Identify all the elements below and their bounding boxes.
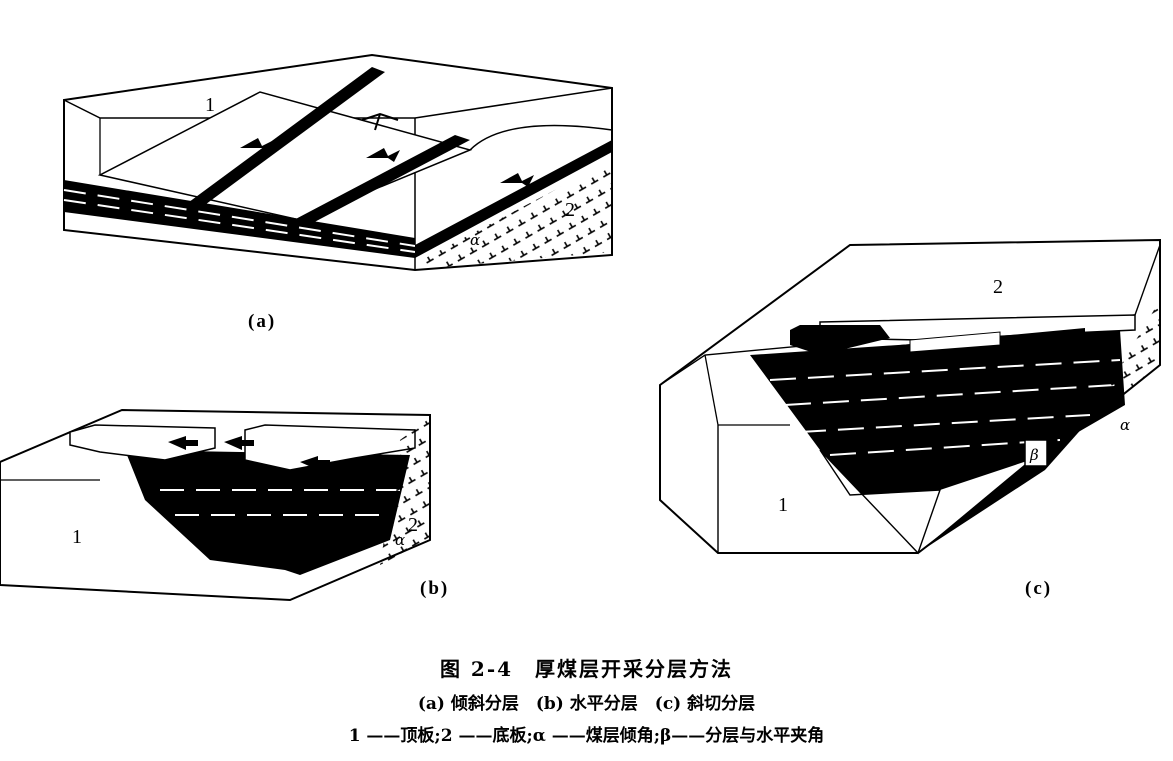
panel-b-coal-body	[125, 450, 410, 575]
panel-c-angle-alpha: α	[1120, 416, 1130, 434]
panel-c-diagram: 2 1 α β (c)	[659, 238, 1161, 599]
panel-c-label: (c)	[1025, 578, 1052, 599]
panel-c-arrow	[1075, 336, 1105, 350]
panel-a-floor-hatch	[418, 160, 612, 268]
panel-a-arrow-2	[366, 148, 400, 162]
panel-b-arrow-3	[300, 456, 330, 470]
panel-b-label: (b)	[420, 578, 449, 599]
panel-a-slice-band-1	[185, 67, 385, 210]
panel-b-arrow-1	[168, 436, 198, 450]
panel-a-mark-2: 2	[565, 199, 575, 221]
panel-a-diagram: 1 2 α (a)	[63, 53, 613, 332]
panel-b-floor-hatch	[380, 418, 430, 565]
panel-c-floor-hatch	[1085, 300, 1160, 425]
figure-caption-title: 图 2-4 厚煤层开采分层方法	[439, 657, 734, 681]
panel-b-slab-2	[244, 424, 416, 471]
panel-a-inclined-seam	[415, 140, 612, 258]
panel-a-mark-1: 1	[205, 94, 215, 116]
panel-a-arrow-3	[500, 173, 534, 187]
figure-caption-subtitle: (a) 倾斜分层 (b) 水平分层 (c) 斜切分层	[417, 694, 756, 714]
panel-a-arrow-1	[240, 138, 274, 152]
panel-b-diagram: 1 2 α (b)	[0, 408, 449, 602]
panel-b-mark-1: 1	[72, 526, 82, 548]
panel-b-angle-alpha: α	[395, 531, 405, 549]
panel-b-arrow-2	[224, 436, 254, 450]
panel-c-angle-beta: β	[1029, 446, 1039, 464]
figure-caption-legend: 1 ——顶板;2 ——底板;α ——煤层倾角;β——分层与水平夹角	[348, 726, 825, 746]
panel-a-angle-alpha: α	[470, 231, 480, 249]
panel-b-mark-2: 2	[408, 514, 418, 536]
panel-c-mark-2: 2	[993, 276, 1003, 298]
panel-c-mark-1: 1	[778, 494, 788, 516]
panel-a-label: (a)	[248, 311, 276, 332]
panel-a-slice-band-2	[290, 135, 470, 227]
panel-b-slab-1	[69, 424, 216, 461]
panel-c-slab-2	[790, 325, 890, 355]
